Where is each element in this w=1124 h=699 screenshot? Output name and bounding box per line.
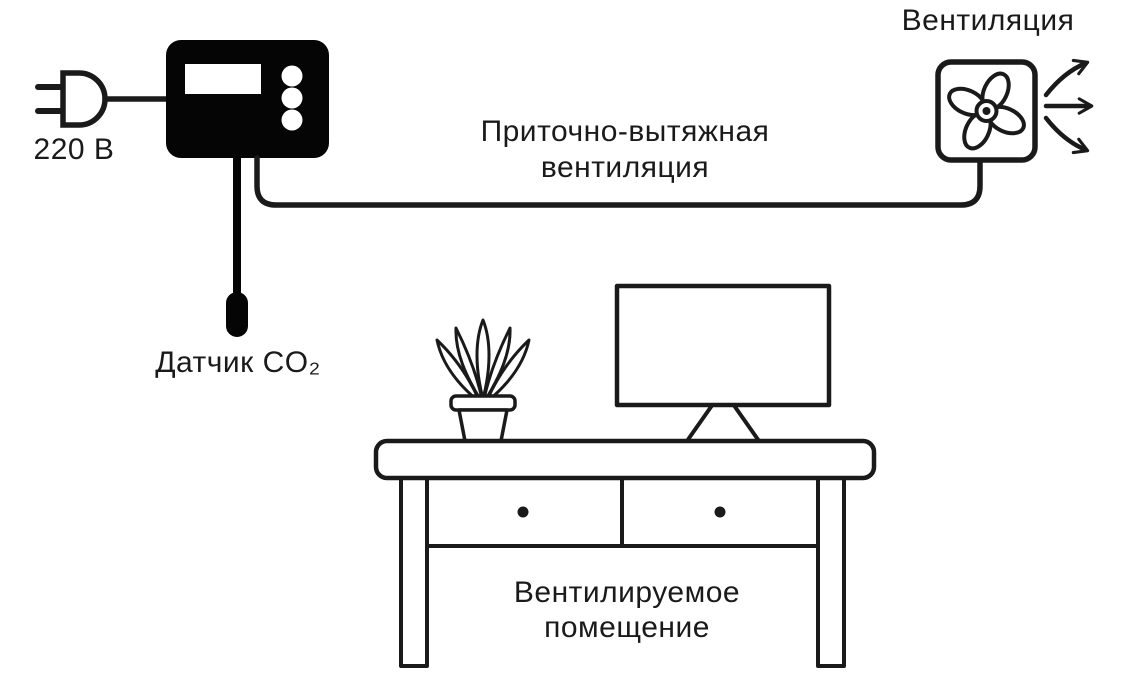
airflow-arrows-icon: [1043, 58, 1094, 155]
duct-label-line1: Приточно-вытяжная: [481, 115, 770, 148]
drawer-knob-left: [517, 506, 529, 518]
controller-button: [281, 109, 303, 131]
exhaust-fan-icon: [935, 59, 1038, 163]
duct-label-line2: вентиляция: [541, 151, 709, 184]
controller-button: [281, 87, 303, 109]
sensor-label: Датчик CO₂: [155, 346, 321, 379]
controller-button: [281, 65, 303, 87]
desk-leg-right: [816, 476, 846, 668]
duct-connection-line: [254, 155, 983, 208]
room-label-line1: Вентилируемое: [514, 576, 740, 609]
monitor-icon: [614, 283, 832, 443]
room-label-line2: помещение: [544, 611, 710, 644]
desk-top: [373, 438, 877, 481]
potted-plant-icon: [435, 318, 531, 443]
co2-controller-icon: [166, 40, 329, 158]
desk-leg-left: [399, 476, 429, 668]
power-plug-icon: [35, 70, 169, 128]
drawer-knob-right: [714, 506, 726, 518]
fan-label: Вентиляция: [902, 4, 1075, 37]
controller-display: [185, 64, 261, 94]
co2-sensor-probe-icon: [226, 158, 248, 337]
desk-icon: [373, 438, 877, 668]
power-label: 220 В: [34, 133, 115, 166]
